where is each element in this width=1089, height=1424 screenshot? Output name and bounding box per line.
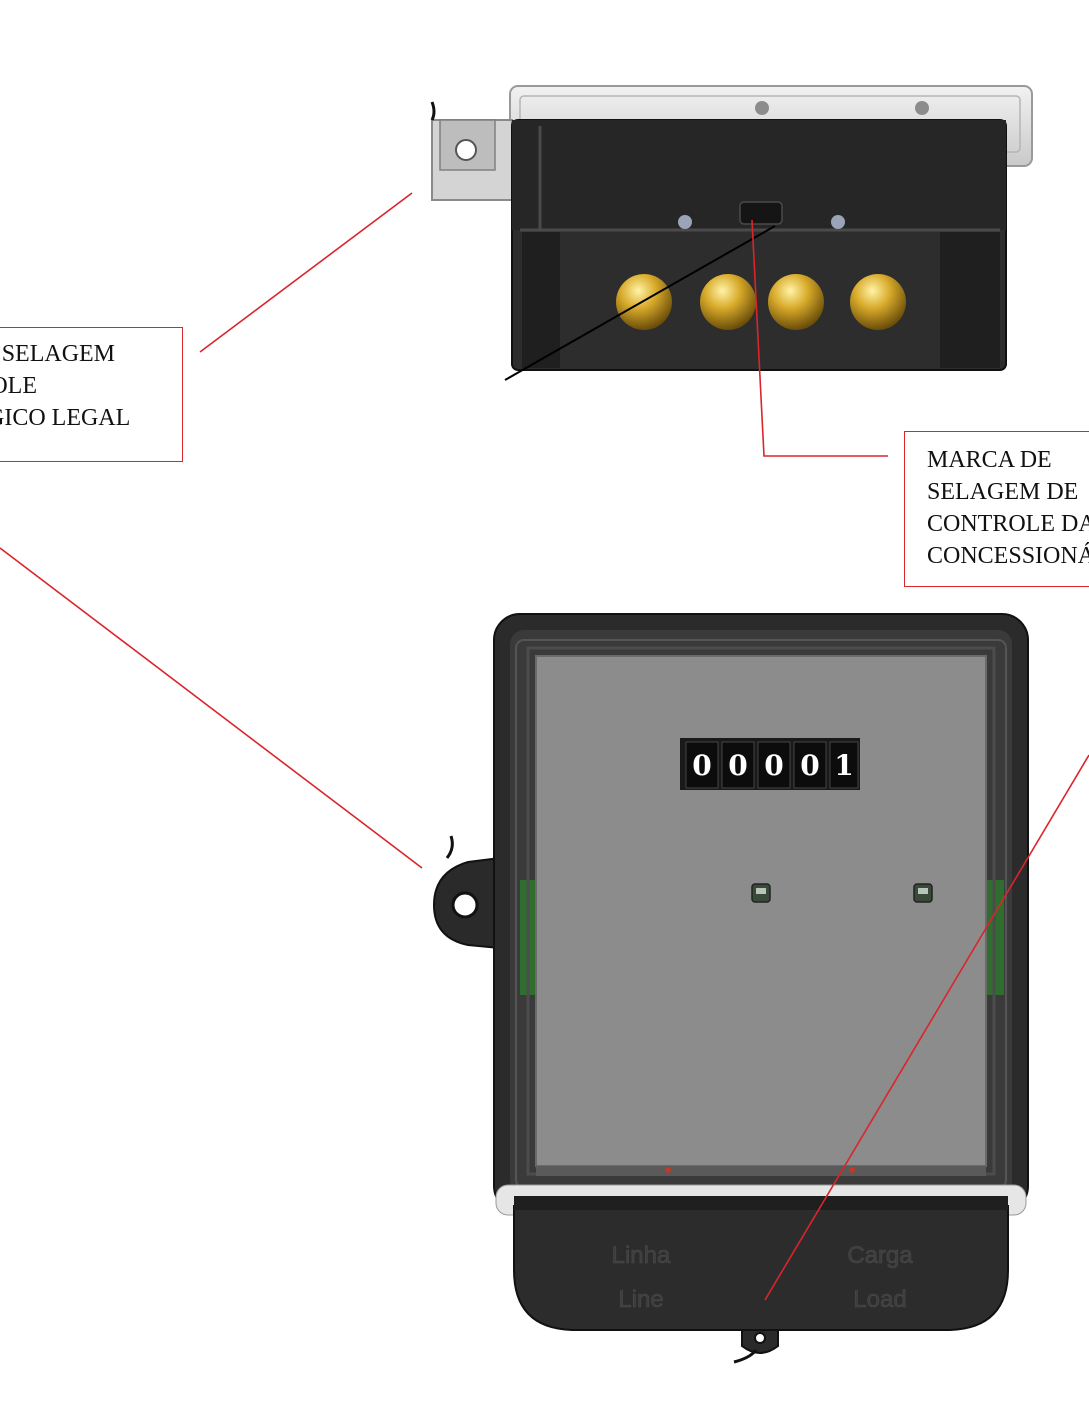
odometer-counter: 0 0 0 0 1 (680, 738, 860, 790)
callout-line: CONCESSIONÁRIA (927, 543, 1089, 569)
terminal-cover (513, 1205, 1009, 1331)
faceplate-bottom-rail (536, 1166, 986, 1176)
counter-digit: 0 (728, 749, 747, 782)
leader-line-front-ear (0, 547, 423, 869)
callout-line: MARCA DE SELAGEM (0, 341, 116, 367)
meter-front-view: 0 0 0 0 1 Linha Line Carga Load (432, 613, 1029, 1364)
callout-line: METROLÓGICO LEGAL (0, 405, 131, 431)
brass-terminal (700, 274, 756, 330)
brass-terminal (850, 274, 906, 330)
terminal-label-line-pt: Linha (612, 1242, 671, 1269)
top-view-led-left (678, 215, 692, 229)
callout-line: CONTROLE DA (927, 511, 1089, 537)
callout-line: DE CONTROLE (0, 373, 37, 399)
faceplate (535, 655, 987, 1167)
counter-digit: 0 (764, 749, 783, 782)
terminal-label-load-pt: Carga (847, 1242, 913, 1269)
leader-line-terminal-cover (764, 754, 1089, 1301)
terminal-label-line-en: Line (618, 1286, 663, 1313)
callout-line: SELAGEM DE (927, 479, 1079, 505)
terminal-label-load-en: Load (853, 1286, 906, 1313)
counter-digit: 0 (800, 749, 819, 782)
meter-top-view (430, 85, 1033, 381)
leader-line-top-ear (199, 192, 413, 353)
seal-wire (504, 225, 776, 381)
top-view-led-right (831, 215, 845, 229)
leader-lines (0, 192, 1089, 1301)
brass-terminal (768, 274, 824, 330)
callout-concessionaire-seal: MARCA DE SELAGEM DE CONTROLE DA CONCESSI… (904, 431, 1089, 587)
counter-digit: 1 (834, 749, 853, 782)
counter-digit: 0 (692, 749, 711, 782)
brass-terminals (616, 274, 906, 330)
leader-line-seal-mark (751, 219, 888, 457)
callout-line: MARCA DE (927, 447, 1052, 473)
concessionaire-seal-mark (739, 201, 783, 225)
callout-legal-metrology-seal: MARCA DE SELAGEM DE CONTROLE METROLÓGICO… (0, 327, 183, 462)
brass-terminal (616, 274, 672, 330)
